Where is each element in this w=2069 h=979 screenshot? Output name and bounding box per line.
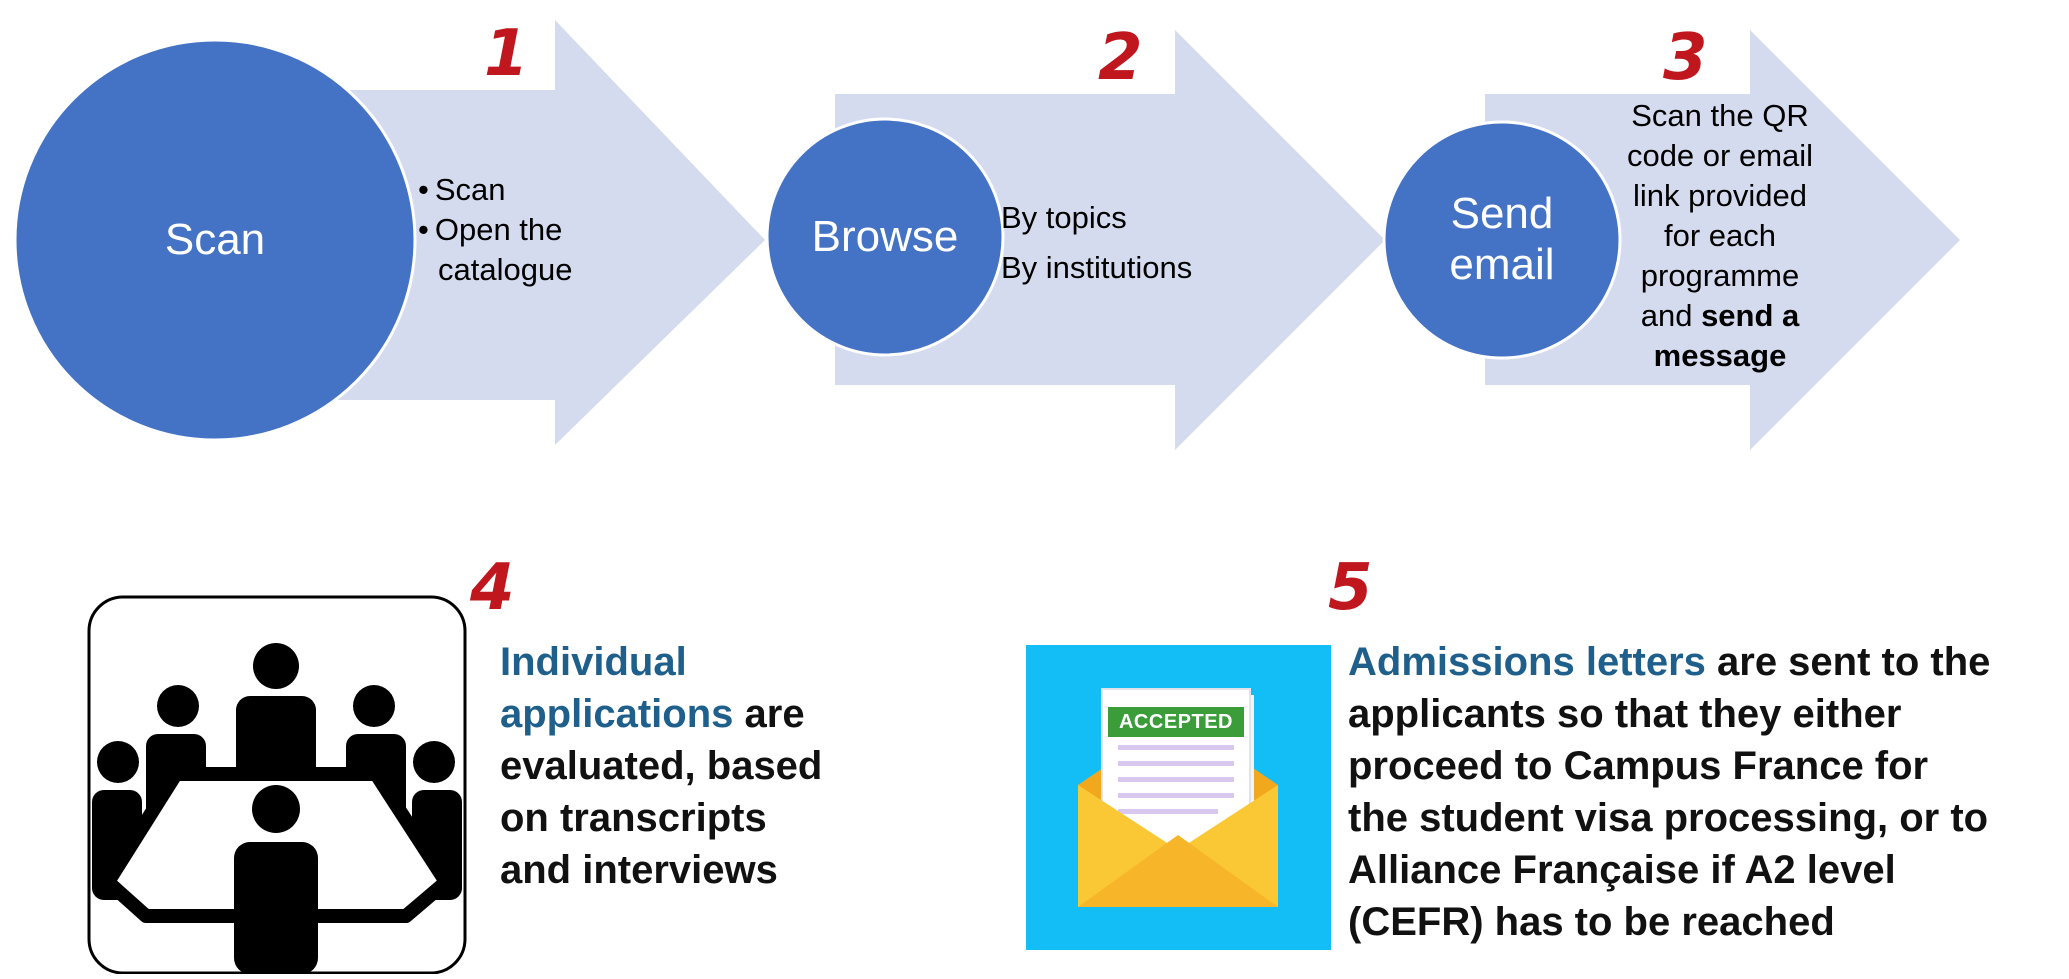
step-5-line-2: applicants so that they either [1348, 692, 1902, 736]
step-1-bullet-2: Open the [418, 210, 572, 250]
step-5-highlight: Admissions letters [1348, 640, 1706, 684]
circle-label-send-email: Send email [1384, 176, 1620, 304]
step-5-line-5: Alliance Française if A2 level [1348, 848, 1896, 892]
meeting-table-icon [86, 594, 468, 975]
step-5-line-4: the student visa processing, or to [1348, 796, 1989, 840]
step-5-text: Admissions letters are sent to the appli… [1348, 636, 1990, 948]
step-1-bullet-1: Scan [418, 170, 572, 210]
step-2-line-2: By institutions [1001, 250, 1193, 285]
step-1-bullet-2-cont: catalogue [438, 252, 573, 287]
step-5-rest-inline: are sent to the [1705, 640, 1991, 684]
step-4-highlight-1: Individual [500, 640, 687, 684]
arrow-step-2 [835, 30, 1385, 450]
step-4-highlight-2: applications [500, 692, 734, 736]
step-4-line-3: evaluated, based [500, 744, 823, 788]
accepted-envelope-icon: ACCEPTED [1026, 645, 1331, 950]
step-1-number: 1 [484, 17, 529, 91]
circle-label-send: Send [1450, 189, 1554, 239]
step-3-bold-last: message [1653, 338, 1787, 373]
step-4-text: Individual applications are evaluated, b… [500, 636, 822, 896]
arrow-step-3 [1485, 30, 1960, 450]
step-3-line-6: and send a [1610, 296, 1830, 336]
step-4-line-4: on transcripts [500, 796, 767, 840]
step-5-line-3: proceed to Campus France for [1348, 744, 1929, 788]
circle-step-2 [765, 117, 1005, 357]
step-4-number: 4 [470, 551, 515, 625]
step-3-line-7: message [1610, 336, 1830, 376]
circle-step-3 [1382, 120, 1622, 360]
step-5-line-6: (CEFR) has to be reached [1348, 900, 1835, 944]
step-2-line-1: By topics [1001, 200, 1127, 235]
step-3-plain: and [1640, 298, 1702, 333]
step-3-line-4: for each [1663, 218, 1776, 253]
step-3-line-1: Scan the QR [1631, 98, 1809, 133]
step-2-text: By topics By institutions [1001, 193, 1192, 293]
step-3-line-5: programme [1640, 258, 1800, 293]
circle-step-1 [13, 38, 417, 442]
step-3-number: 3 [1663, 21, 1708, 95]
step-4-rest-inline: are [733, 692, 805, 736]
step-5-number: 5 [1328, 551, 1373, 625]
step-3-line-2: code or email [1626, 138, 1814, 173]
accepted-badge: ACCEPTED [1108, 707, 1244, 737]
circle-label-email: email [1449, 240, 1555, 289]
step-5-line-1: Admissions letters are sent to the [1348, 636, 1990, 688]
step-3-text: Scan the QR code or email link provided … [1610, 96, 1830, 376]
step-4-line-2: applications are [500, 688, 822, 740]
circle-label-browse: Browse [811, 211, 959, 261]
step-3-line-3: link provided [1632, 178, 1808, 213]
step-1-text: Scan Open the catalogue [418, 170, 573, 290]
circle-label-scan: Scan [164, 214, 266, 264]
step-2-number: 2 [1098, 21, 1143, 95]
step-4-line-5: and interviews [500, 848, 778, 892]
step-3-bold: send a [1701, 298, 1800, 333]
